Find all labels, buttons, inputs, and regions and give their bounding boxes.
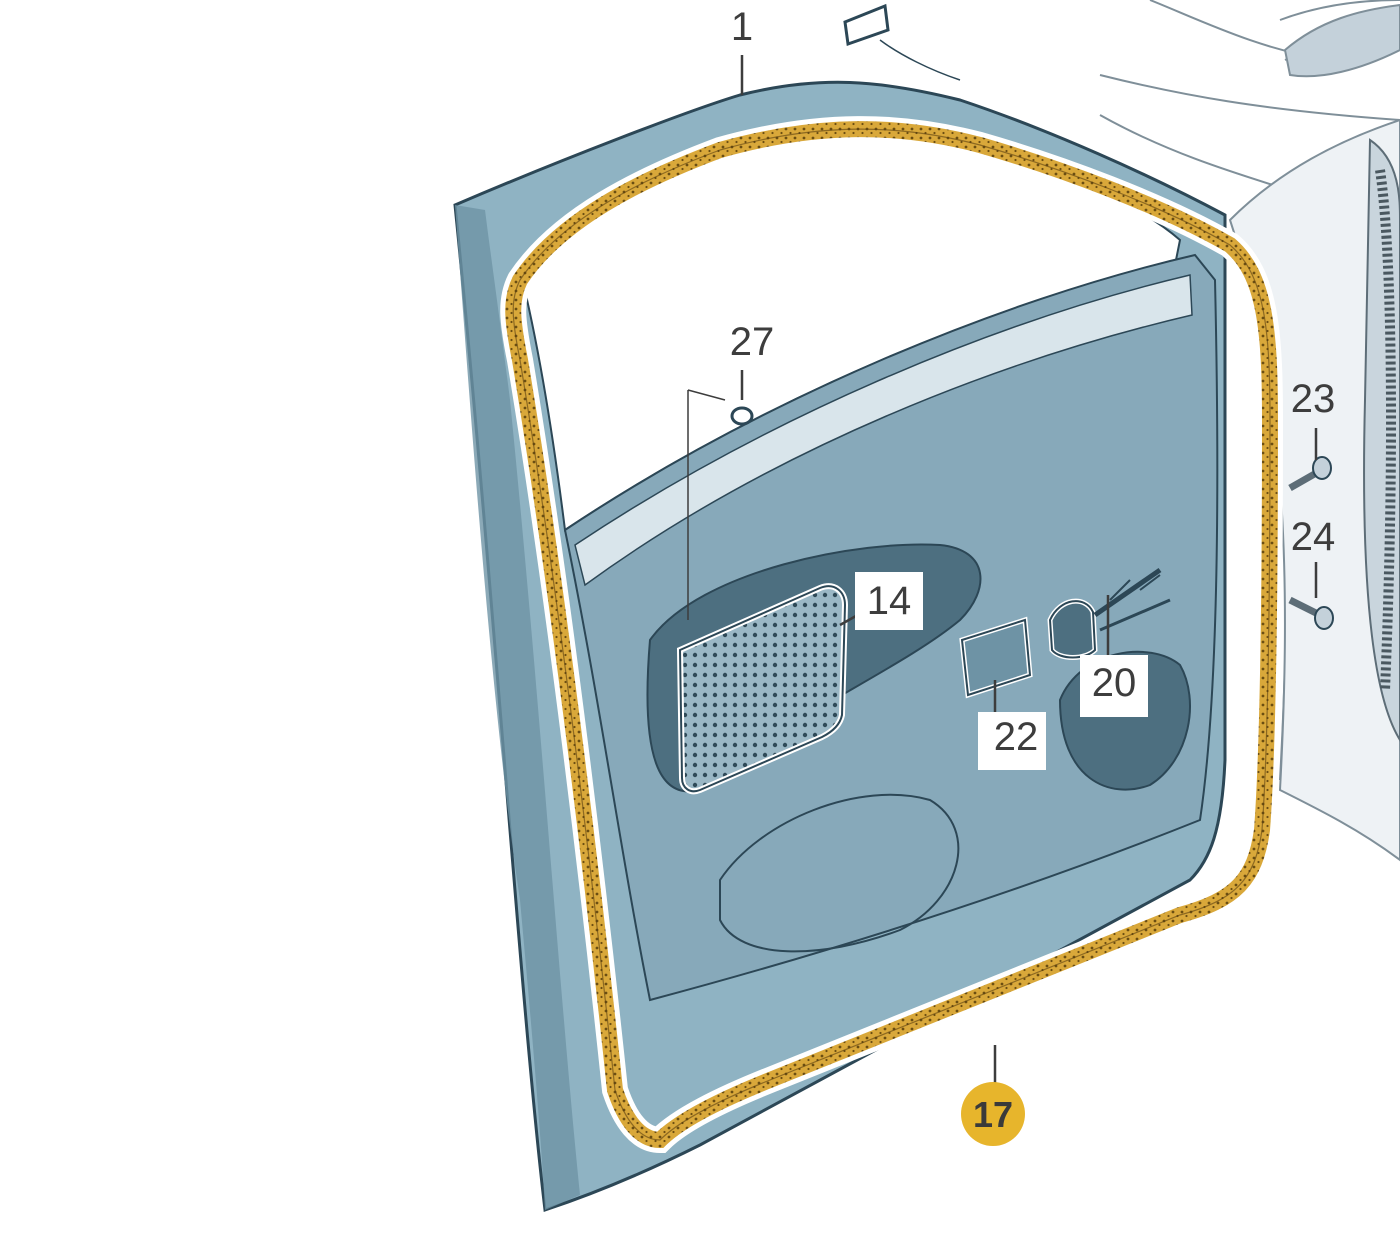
part-27-clip bbox=[730, 406, 754, 426]
part-17-door-seal-edge bbox=[512, 128, 1271, 1141]
callout-22-box bbox=[978, 712, 1046, 770]
window-belt-strip bbox=[574, 274, 1193, 587]
door-shell-shadow bbox=[455, 205, 580, 1210]
part-23-bolt bbox=[1288, 456, 1332, 492]
part-20-lock-mechanism bbox=[1047, 567, 1171, 660]
trim-plate bbox=[843, 3, 961, 81]
callout-27: 27 bbox=[730, 320, 775, 364]
part-22-module bbox=[959, 616, 1033, 699]
callout-24: 24 bbox=[1291, 515, 1336, 559]
callout-20: 20 bbox=[1092, 661, 1137, 705]
part-14-mesh-cover bbox=[676, 583, 849, 795]
callout-1: 1 bbox=[731, 5, 753, 49]
callout-22: 22 bbox=[994, 715, 1039, 759]
leader-27-guide bbox=[687, 389, 726, 620]
inner-panel-contour bbox=[719, 793, 960, 953]
body-mirror-area bbox=[1283, 3, 1400, 78]
callout-23: 23 bbox=[1291, 377, 1336, 421]
part-24-bolt bbox=[1288, 596, 1334, 630]
body-door-seal bbox=[1375, 169, 1397, 691]
callout-17-badge bbox=[961, 1082, 1025, 1146]
callout-14-box bbox=[855, 572, 923, 630]
callout-14: 14 bbox=[867, 579, 912, 623]
callout-17: 17 bbox=[973, 1094, 1013, 1135]
callout-20-box bbox=[1080, 655, 1148, 717]
